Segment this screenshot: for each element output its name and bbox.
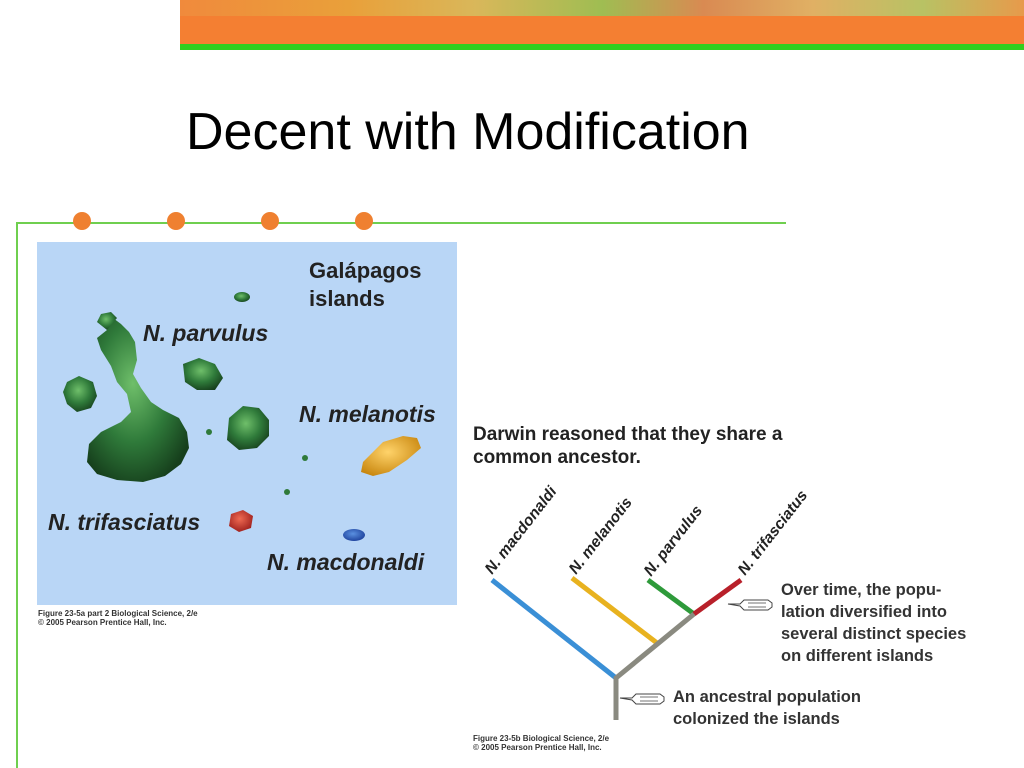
pointing-hand-icon [727,599,773,611]
island-santiago [183,358,223,390]
bullet-dot-3 [261,212,279,230]
map-heading-line-2: islands [309,286,385,311]
islet-1 [206,429,212,435]
note-diversified-line-3: several distinct species [781,625,967,643]
branch-n-melanotis [570,576,659,645]
note-diversified-line-1: Over time, the popu- [781,581,942,599]
tree-credit-line-1: Figure 23-5b Biological Science, 2/e [473,734,610,743]
map-credit: Figure 23-5a part 2 Biological Science, … [38,609,198,627]
islet-2 [302,455,308,461]
note-ancestral-line-2: colonized the islands [673,710,840,728]
tree-label-n-trifasciatus: N. trifasciatus [735,487,812,579]
map-islands-graphic [63,292,421,541]
note-ancestral-line-1: An ancestral population [673,688,861,706]
branch-n-parvulus [646,577,696,617]
frame-left-line [16,222,18,768]
tree-heading: Darwin reasoned that they share a common… [473,423,782,469]
branch-n-macdonaldi [490,578,618,680]
tree-label-n-melanotis: N. melanotis [566,494,636,577]
tree-label-n-macdonaldi: N. macdonaldi [482,483,561,577]
tree-label-n-parvulus: N. parvulus [641,502,707,579]
note-diversified: Over time, the popu- lation diversified … [781,579,966,667]
tree-credit: Figure 23-5b Biological Science, 2/e © 2… [473,734,609,752]
galapagos-map: Galápagos islands N. parvulus N. melanot… [37,242,457,605]
map-credit-line-1: Figure 23-5a part 2 Biological Science, … [38,609,198,618]
header-banner-green-line [180,44,1024,50]
island-isabela-neck [97,312,117,330]
island-espanola [343,529,365,541]
map-heading-line-1: Galápagos [309,258,422,283]
label-n-trifasciatus: N. trifasciatus [48,509,201,535]
label-n-macdonaldi: N. macdonaldi [267,549,425,575]
island-north-islet [234,292,250,302]
note-diversified-line-2: lation diversified into [781,603,947,621]
frame-top-line [16,222,786,224]
islet-3 [284,489,290,495]
bullet-dot-4 [355,212,373,230]
island-floreana [229,510,253,532]
header-banner-orange-band [180,16,1024,44]
map-heading: Galápagos islands [309,257,421,313]
branch-n-trifasciatus [692,577,743,617]
bullet-dot-1 [73,212,91,230]
label-n-parvulus: N. parvulus [143,320,269,346]
map-credit-line-2: © 2005 Pearson Prentice Hall, Inc. [38,618,167,627]
island-fernandina [63,376,97,412]
slide-title: Decent with Modification [186,103,750,161]
note-diversified-line-4: on different islands [781,647,934,665]
tree-heading-line-2: common ancestor. [473,447,641,468]
label-n-melanotis: N. melanotis [299,401,436,427]
bullet-dot-2 [167,212,185,230]
note-ancestral: An ancestral population colonized the is… [673,686,861,730]
tree-heading-line-1: Darwin reasoned that they share a [473,424,783,445]
pointing-hand-icon [619,693,665,705]
island-santa-cruz [227,406,269,450]
island-san-cristobal [361,436,421,476]
tree-credit-line-2: © 2005 Pearson Prentice Hall, Inc. [473,743,602,752]
island-isabela [87,318,189,482]
